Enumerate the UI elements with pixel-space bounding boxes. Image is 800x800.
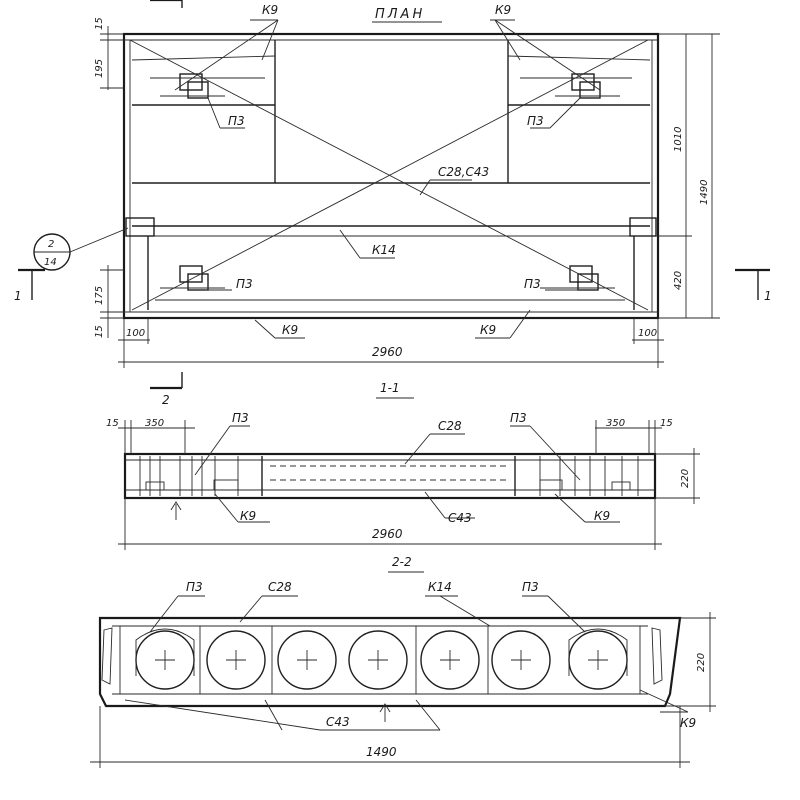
svg-text:15: 15 xyxy=(94,325,105,338)
label-k14: К14 xyxy=(428,580,452,594)
lifting-loop-icon xyxy=(179,73,209,99)
section-mark-left: 1 xyxy=(14,268,45,303)
dimension-left: 15 195 175 15 xyxy=(94,17,124,338)
section-mark-right: 1 xyxy=(735,268,772,303)
svg-text:420: 420 xyxy=(673,271,684,290)
label-p3: П3 xyxy=(232,411,249,425)
label-c43: С43 xyxy=(326,715,350,729)
dimension-right: 1010 1490 420 xyxy=(658,33,720,319)
void-circle xyxy=(491,630,551,690)
lifting-loop-icon xyxy=(179,265,209,291)
section-title: 1-1 xyxy=(380,381,400,395)
label-k9: К9 xyxy=(240,509,256,523)
svg-text:195: 195 xyxy=(94,59,105,78)
lifting-loop-icon xyxy=(569,265,599,291)
label-c28-c43: С28,С43 xyxy=(438,165,489,179)
svg-text:1: 1 xyxy=(14,289,22,303)
dimension-bottom-1-1: 2960 xyxy=(118,498,662,550)
label-p3: П3 xyxy=(510,411,527,425)
stirrup-group-right xyxy=(514,456,639,496)
svg-text:1490: 1490 xyxy=(366,745,397,759)
svg-text:2960: 2960 xyxy=(372,345,403,359)
svg-text:350: 350 xyxy=(145,418,164,429)
svg-text:15: 15 xyxy=(660,418,673,429)
svg-text:1010: 1010 xyxy=(673,127,684,152)
section-2-2: 2-2 xyxy=(90,555,716,768)
label-p3: П3 xyxy=(522,580,539,594)
plan-title: ПЛАН xyxy=(375,7,425,22)
dimension-top-1-1: 15 350 350 15 xyxy=(106,418,673,454)
detail-callout: 2 14 xyxy=(33,227,129,271)
label-k9: К9 xyxy=(680,716,696,730)
corner-pad-right xyxy=(629,217,657,237)
label-c28: С28 xyxy=(268,580,292,594)
label-p3: П3 xyxy=(236,277,253,291)
label-k9: К9 xyxy=(480,323,496,337)
label-k9: К9 xyxy=(262,3,278,17)
label-p3: П3 xyxy=(186,580,203,594)
void-circle xyxy=(348,630,408,690)
label-p3: П3 xyxy=(524,277,541,291)
label-k14: К14 xyxy=(372,243,396,257)
svg-text:220: 220 xyxy=(680,469,691,488)
dimension-right-1-1: 220 xyxy=(655,448,700,504)
beam-outline xyxy=(123,452,657,500)
label-c28: С28 xyxy=(438,419,462,433)
up-arrow-icon xyxy=(170,501,182,520)
diagonal-line xyxy=(129,39,649,311)
void-circle xyxy=(206,630,266,690)
plan-view: ПЛАН xyxy=(14,0,772,407)
svg-text:2: 2 xyxy=(162,393,170,407)
void-circle xyxy=(135,630,195,690)
svg-text:100: 100 xyxy=(638,328,657,339)
void-circle xyxy=(277,630,337,690)
svg-text:1490: 1490 xyxy=(699,180,710,205)
label-k9: К9 xyxy=(594,509,610,523)
callout-detail: 14 xyxy=(44,257,57,268)
section-1-1: 1-1 xyxy=(106,381,700,550)
svg-text:175: 175 xyxy=(94,286,105,305)
void-circle xyxy=(568,630,628,690)
dimension-right-2-2: 220 xyxy=(665,612,716,712)
section-title: 2-2 xyxy=(392,555,412,569)
corner-pad-left xyxy=(125,217,155,237)
svg-text:220: 220 xyxy=(696,653,707,672)
label-c43: С43 xyxy=(448,511,472,525)
svg-text:350: 350 xyxy=(606,418,625,429)
stirrup-group-left xyxy=(139,456,263,496)
section-cut-2: 2 xyxy=(150,372,183,407)
label-k9: К9 xyxy=(495,3,511,17)
svg-text:100: 100 xyxy=(126,328,145,339)
diagonal-line xyxy=(131,39,649,311)
label-p3: П3 xyxy=(527,114,544,128)
svg-text:2960: 2960 xyxy=(372,527,403,541)
svg-text:15: 15 xyxy=(106,418,119,429)
plan-outline xyxy=(122,32,660,320)
callout-sheet: 2 xyxy=(48,239,54,250)
void-circle xyxy=(420,630,480,690)
up-arrow-icon xyxy=(379,703,391,722)
svg-text:1: 1 xyxy=(764,289,772,303)
svg-text:15: 15 xyxy=(94,17,105,30)
label-k9: К9 xyxy=(282,323,298,337)
label-p3: П3 xyxy=(228,114,245,128)
dimension-bottom: 100 100 2960 xyxy=(118,318,664,368)
dimension-bottom-2-2: 1490 xyxy=(90,706,690,768)
